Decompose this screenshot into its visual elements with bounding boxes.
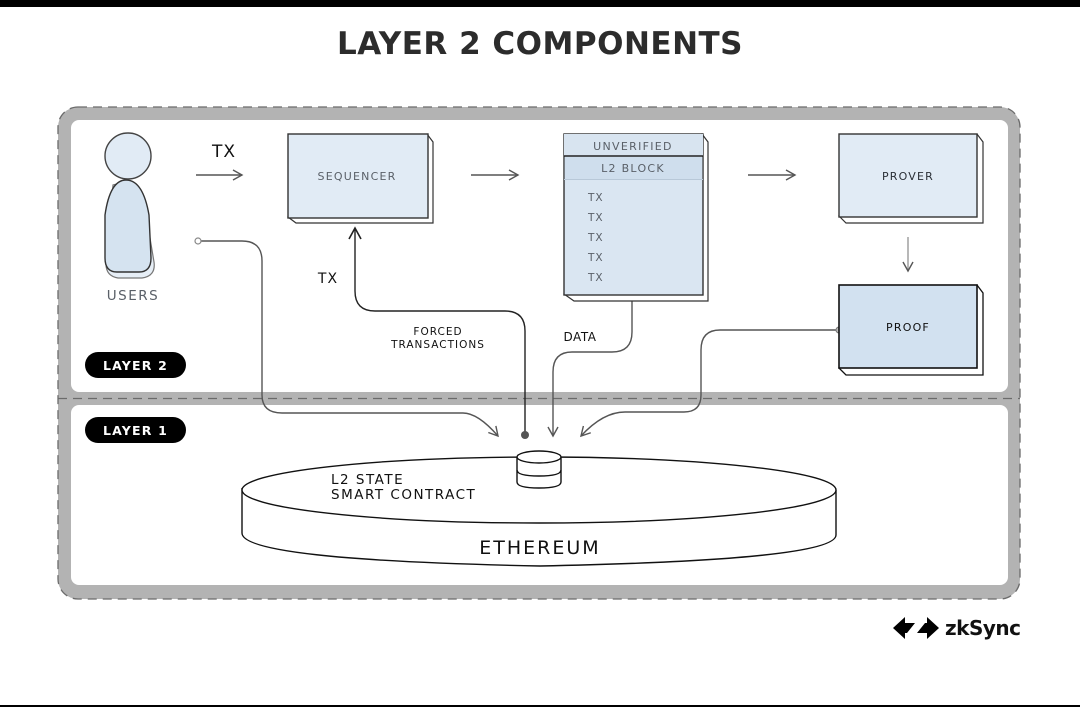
line-forced-transactions [348, 226, 526, 433]
tx-edge-label: TX [211, 142, 236, 162]
proof-label: PROOF [886, 321, 930, 334]
layer2-badge: LAYER 2 [85, 352, 186, 378]
layer1-badge: LAYER 1 [85, 417, 186, 443]
block-title-band [564, 157, 703, 179]
users-port-dot [194, 237, 202, 245]
sequencer-node[interactable]: SEQUENCER [286, 133, 434, 224]
ethereum-label: ETHEREUM [479, 537, 600, 559]
block-tx-item: TX [587, 192, 604, 204]
sequencer-box [287, 133, 429, 219]
forced-tx-dot [521, 431, 529, 439]
contract-label-line1: L2 STATE [331, 472, 404, 488]
layer1-label: LAYER 1 [103, 423, 168, 438]
proof-node[interactable]: PROOF [837, 284, 984, 376]
line-data [547, 294, 633, 438]
data-edge-label: DATA [564, 330, 597, 344]
prover-node[interactable]: PROVER [838, 133, 984, 224]
line-users-to-contract [200, 240, 499, 438]
layer2-label: LAYER 2 [103, 358, 168, 373]
prover-label: PROVER [882, 170, 934, 183]
block-tx-item: TX [587, 272, 604, 284]
block-tx-item: TX [587, 232, 604, 244]
database-icon [516, 450, 562, 489]
forced-transactions-label-line1: FORCED [413, 326, 462, 338]
users-label: USERS [107, 288, 159, 304]
ethereum-node[interactable]: ETHEREUM L2 STATE SMART CONTRACT [241, 456, 837, 567]
forced-tx-label: TX [317, 271, 338, 287]
block-tx-item: TX [587, 212, 604, 224]
connectors [196, 169, 914, 438]
page-title: LAYER 2 COMPONENTS [337, 26, 743, 62]
bottom-border [0, 705, 1080, 707]
top-border [0, 0, 1080, 7]
brand-logo: zkSync [893, 615, 1021, 641]
block-title-label: L2 BLOCK [601, 162, 665, 175]
block-tx-item: TX [587, 252, 604, 264]
line-proof-to-contract [580, 329, 838, 438]
l2-block-node[interactable]: UNVERIFIED L2 BLOCK TX TX TX TX TX [563, 133, 709, 302]
sequencer-label: SEQUENCER [318, 170, 397, 183]
block-status-label: UNVERIFIED [593, 140, 673, 153]
contract-label-line2: SMART CONTRACT [331, 487, 476, 503]
zksync-arrows-icon [893, 617, 939, 639]
forced-transactions-label-line2: TRANSACTIONS [390, 339, 485, 351]
proof-box [838, 284, 978, 369]
users-node[interactable]: USERS [104, 132, 159, 304]
brand-name: zkSync [945, 616, 1021, 640]
prover-box [838, 133, 978, 218]
user-icon [104, 132, 155, 279]
